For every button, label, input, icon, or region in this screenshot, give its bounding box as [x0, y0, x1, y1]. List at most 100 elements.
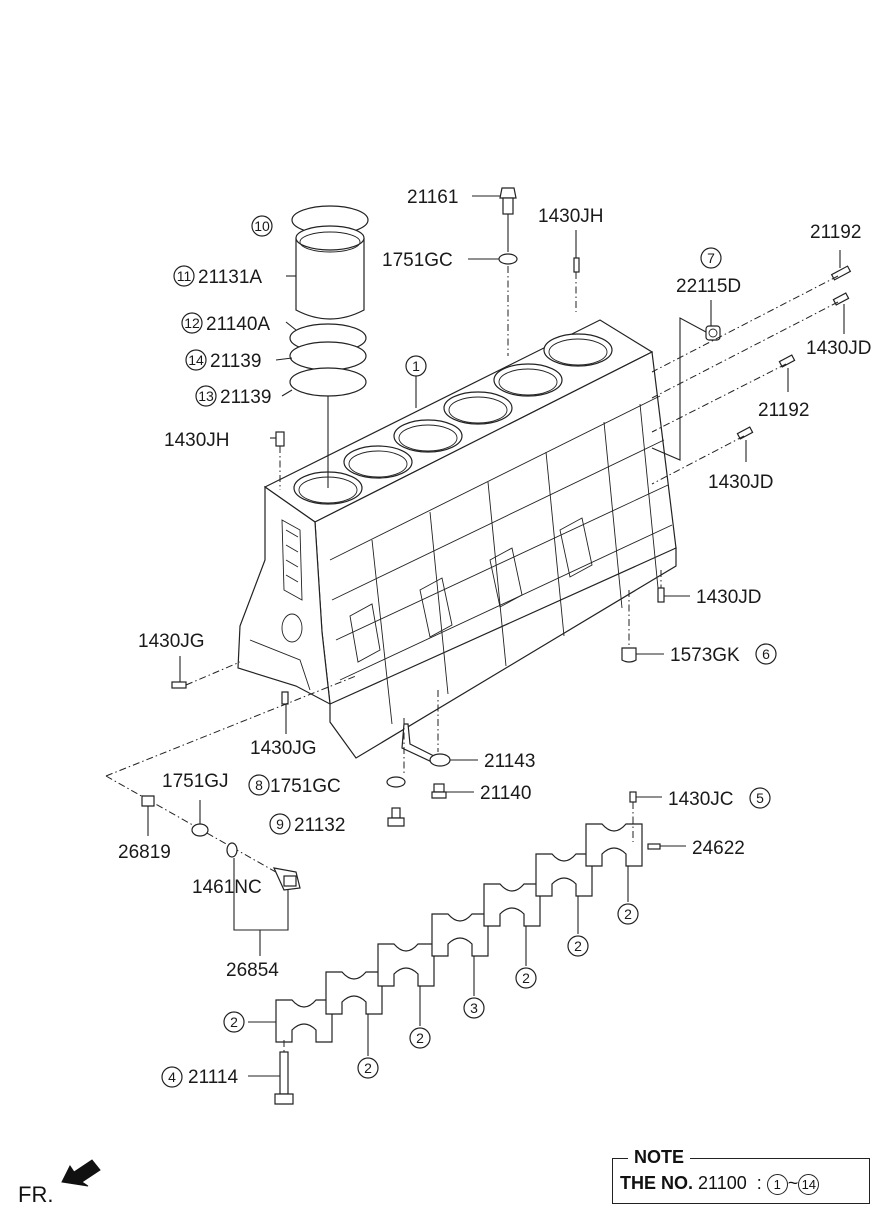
ref-2-b: 2: [357, 1057, 379, 1079]
note-prefix: THE NO.: [620, 1173, 694, 1193]
bolt-21132: [387, 807, 405, 827]
svg-text:2: 2: [230, 1014, 238, 1030]
label-21143: 21143: [484, 751, 535, 772]
pin-1430JG-b: [281, 691, 289, 705]
svg-text:10: 10: [254, 218, 270, 234]
cylinder-liner-stack: [289, 205, 369, 488]
svg-text:14: 14: [188, 352, 204, 368]
fitting-26854: [272, 867, 301, 891]
label-21139-a: 21139: [210, 351, 261, 372]
ref-7: 7: [700, 247, 722, 269]
ref-13: 13: [195, 385, 217, 407]
oring-1461NC: [226, 842, 238, 858]
label-26819: 26819: [118, 842, 171, 863]
label-21114: 21114: [188, 1067, 238, 1088]
note-box: [612, 1158, 870, 1204]
note-range-end: 14: [798, 1173, 820, 1195]
washer-1751GC-top: [498, 253, 518, 265]
plug-22115D: [705, 325, 721, 341]
svg-text:11: 11: [177, 268, 192, 284]
svg-text:1: 1: [412, 358, 420, 374]
ref-14: 14: [185, 349, 207, 371]
label-21192-a: 21192: [810, 222, 861, 243]
label-22115D: 22115D: [676, 276, 741, 297]
tube-21143: [401, 690, 478, 767]
label-21192-b: 21192: [758, 400, 809, 421]
svg-text:2: 2: [522, 970, 530, 986]
washer-1751GJ: [191, 823, 209, 837]
svg-text:5: 5: [756, 790, 764, 806]
label-1573GK: 1573GK: [670, 645, 740, 666]
front-arrow-icon: [61, 1159, 101, 1187]
cylinder-block: [237, 319, 677, 759]
ref-4: 4: [161, 1066, 183, 1088]
ref-2-c: 2: [409, 1027, 431, 1049]
svg-text:8: 8: [255, 777, 263, 793]
ref-12: 12: [181, 312, 203, 334]
label-1430JG-a: 1430JG: [138, 631, 205, 652]
note-range-start: 1: [766, 1173, 788, 1195]
ref-1: 1: [405, 355, 427, 377]
plug-26819: [141, 795, 155, 807]
label-1751GC-mid: 1751GC: [270, 776, 341, 797]
washer-1751GC-mid: [386, 776, 406, 788]
note-title: NOTE: [628, 1147, 691, 1168]
ref-11: 11: [173, 265, 195, 287]
ref-5: 5: [749, 787, 771, 809]
pin-21192-b: [778, 354, 796, 368]
pin-1430JD-c: [657, 587, 665, 603]
svg-text:2: 2: [416, 1030, 424, 1046]
main-bearing-caps: [275, 823, 643, 1043]
ref-8: 8: [248, 774, 270, 796]
label-26854: 26854: [226, 960, 279, 981]
note-tilde: ~: [787, 1173, 799, 1193]
svg-text:3: 3: [470, 1000, 478, 1016]
pin-1430JD-b: [736, 426, 754, 440]
label-1751GJ: 1751GJ: [162, 771, 229, 792]
label-1430JD-a: 1430JD: [806, 338, 872, 359]
label-21161: 21161: [407, 187, 458, 208]
label-1430JC: 1430JC: [668, 789, 734, 810]
label-21140A: 21140A: [206, 314, 270, 335]
svg-text:7: 7: [707, 250, 715, 266]
pin-1430JH-top: [573, 257, 580, 273]
front-direction-label: FR.: [18, 1182, 54, 1207]
label-1751GC-top: 1751GC: [382, 250, 453, 271]
ref-3: 3: [463, 997, 485, 1019]
svg-text:4: 4: [168, 1069, 176, 1085]
bolt-21161: [499, 187, 517, 215]
note-colon: :: [756, 1173, 762, 1193]
pin-24622: [647, 843, 661, 850]
ref-6: 6: [755, 643, 777, 665]
bolt-21140: [431, 783, 474, 799]
note-number: 21100: [698, 1173, 747, 1193]
svg-text:2: 2: [574, 938, 582, 954]
note-body: THE NO. 21100 : 1~14: [620, 1173, 820, 1195]
label-21140: 21140: [480, 783, 531, 804]
label-24622: 24622: [692, 838, 745, 859]
ref-2-f: 2: [617, 903, 639, 925]
dowel-1430JC: [629, 791, 637, 803]
svg-text:13: 13: [198, 388, 214, 404]
pin-1430JG-a: [171, 681, 187, 689]
label-1430JH-left: 1430JH: [164, 430, 230, 451]
label-21139-b: 21139: [220, 387, 271, 408]
plug-1573GK: [621, 647, 637, 663]
bolt-21114: [248, 1040, 294, 1105]
ref-2-a: 2: [223, 1011, 245, 1033]
svg-text:6: 6: [762, 646, 770, 662]
label-1430JD-c: 1430JD: [696, 587, 762, 608]
ref-10: 10: [251, 215, 273, 237]
svg-text:12: 12: [184, 315, 200, 331]
ref-2-d: 2: [515, 967, 537, 989]
ref-2-e: 2: [567, 935, 589, 957]
label-1430JD-b: 1430JD: [708, 472, 774, 493]
svg-text:2: 2: [364, 1060, 372, 1076]
pin-1430JH-left: [275, 431, 285, 447]
svg-text:9: 9: [276, 816, 284, 832]
svg-text:2: 2: [624, 906, 632, 922]
label-21131A: 21131A: [198, 267, 262, 288]
ref-9: 9: [269, 813, 291, 835]
label-1430JH-top: 1430JH: [538, 206, 604, 227]
label-21132: 21132: [294, 815, 345, 836]
